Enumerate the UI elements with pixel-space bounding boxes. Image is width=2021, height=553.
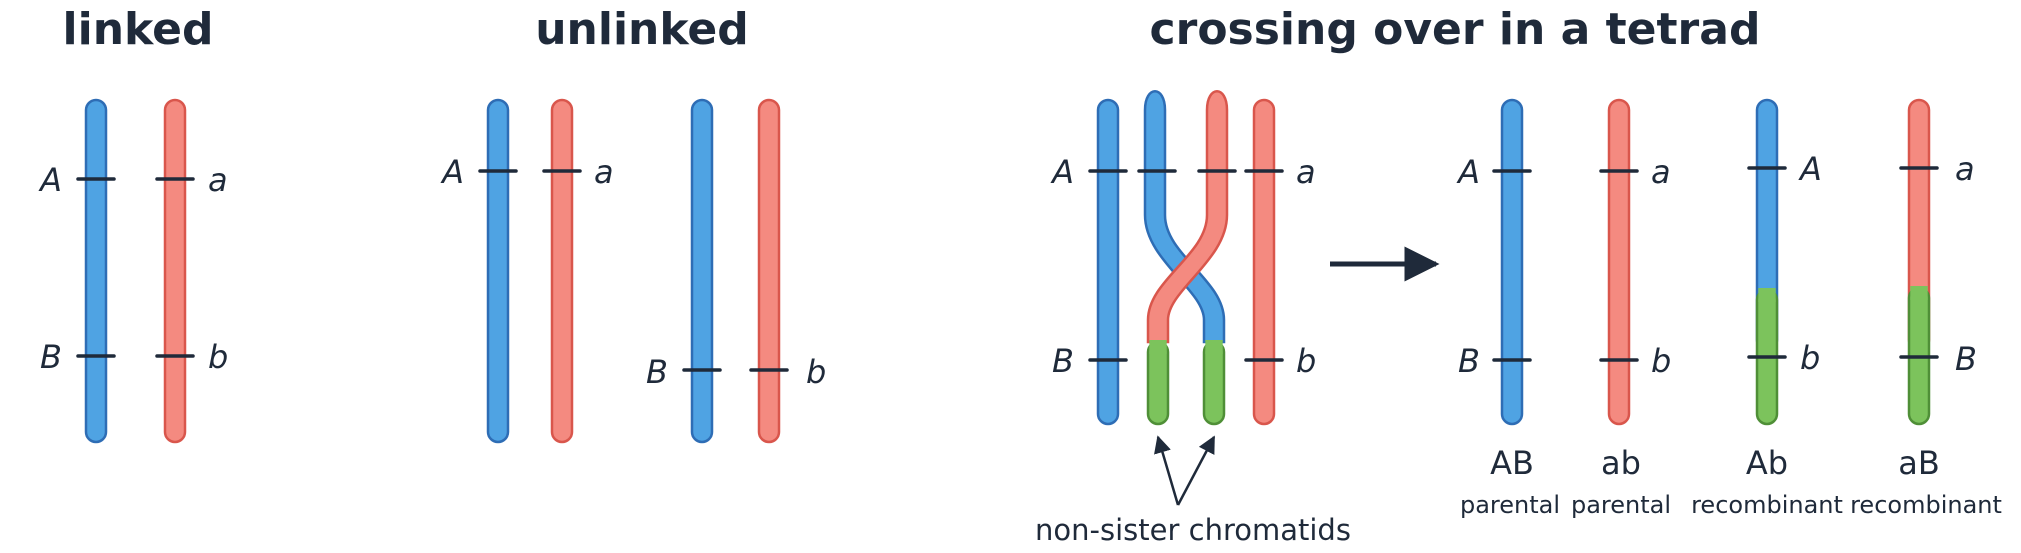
- crossing-chromatid-green-fill: [1149, 340, 1167, 354]
- gamete-type: parental: [1460, 491, 1560, 519]
- crossing-chromatid-green: [1146, 340, 1170, 426]
- allele-label: a: [1296, 153, 1316, 191]
- annotation-label: non-sister chromatids: [1035, 513, 1351, 547]
- linked-panel: A B a b: [38, 98, 228, 444]
- gamete-type: parental: [1571, 491, 1671, 519]
- allele-label: B: [1052, 342, 1074, 380]
- allele-label: b: [1800, 339, 1820, 377]
- gamete-genotype: ab: [1601, 444, 1641, 482]
- crossing-chromatid-blue: [1143, 90, 1226, 344]
- annotation-arrow: [1176, 435, 1216, 506]
- chromosome-blue: [690, 98, 714, 444]
- allele-label: A: [1456, 153, 1480, 191]
- chromosome-blue: [486, 98, 510, 444]
- allele-label: B: [1955, 340, 1977, 378]
- gamete-genotype: Ab: [1746, 444, 1788, 482]
- gamete-type: recombinant: [1691, 491, 1843, 519]
- chromatid-red-outer: [1252, 98, 1276, 426]
- allele-label: a: [1651, 153, 1671, 191]
- allele-label: A: [1050, 153, 1074, 191]
- gamete-type: recombinant: [1850, 491, 2002, 519]
- crossing-chromatid-red: [1146, 90, 1229, 344]
- title-crossing-over: crossing over in a tetrad: [1150, 4, 1761, 55]
- crossing-chromatid-green-fill: [1205, 340, 1223, 354]
- chromosome-red: [163, 98, 187, 444]
- gamete-chromatid-ab: [1607, 98, 1631, 426]
- allele-label: B: [646, 353, 668, 391]
- allele-label: b: [1296, 342, 1316, 380]
- annotation-arrow: [1154, 435, 1180, 506]
- gamete-genotype: aB: [1898, 444, 1940, 482]
- gamete-chromatid-Ab-seam: [1758, 288, 1776, 302]
- gamete-genotype: AB: [1490, 444, 1534, 482]
- allele-label: a: [208, 161, 228, 199]
- chromosome-red: [757, 98, 781, 444]
- allele-label: A: [1798, 150, 1822, 188]
- allele-label: a: [1955, 150, 1975, 188]
- gamete-chromatid-aB-seam: [1910, 286, 1928, 300]
- gametes-panel: A B AB parental a b ab parental A b Ab r…: [1456, 98, 2002, 519]
- chromosome-red: [550, 98, 574, 444]
- allele-label: a: [594, 153, 614, 191]
- unlinked-panel: A a B b: [440, 98, 826, 444]
- chromosome-blue: [84, 98, 108, 444]
- chromatid-blue-outer: [1096, 98, 1120, 426]
- gamete-chromatid-AB: [1500, 98, 1524, 426]
- allele-label: b: [208, 338, 228, 376]
- allele-label: b: [1651, 342, 1671, 380]
- title-linked: linked: [63, 4, 214, 55]
- allele-label: b: [806, 353, 826, 391]
- allele-label: B: [40, 338, 62, 376]
- tetrad-panel: A a B b non-sister chromatids: [1035, 90, 1351, 547]
- title-unlinked: unlinked: [535, 4, 749, 55]
- allele-label: B: [1458, 342, 1480, 380]
- allele-label: A: [38, 161, 62, 199]
- crossing-chromatid-green: [1202, 340, 1226, 426]
- allele-label: A: [440, 153, 464, 191]
